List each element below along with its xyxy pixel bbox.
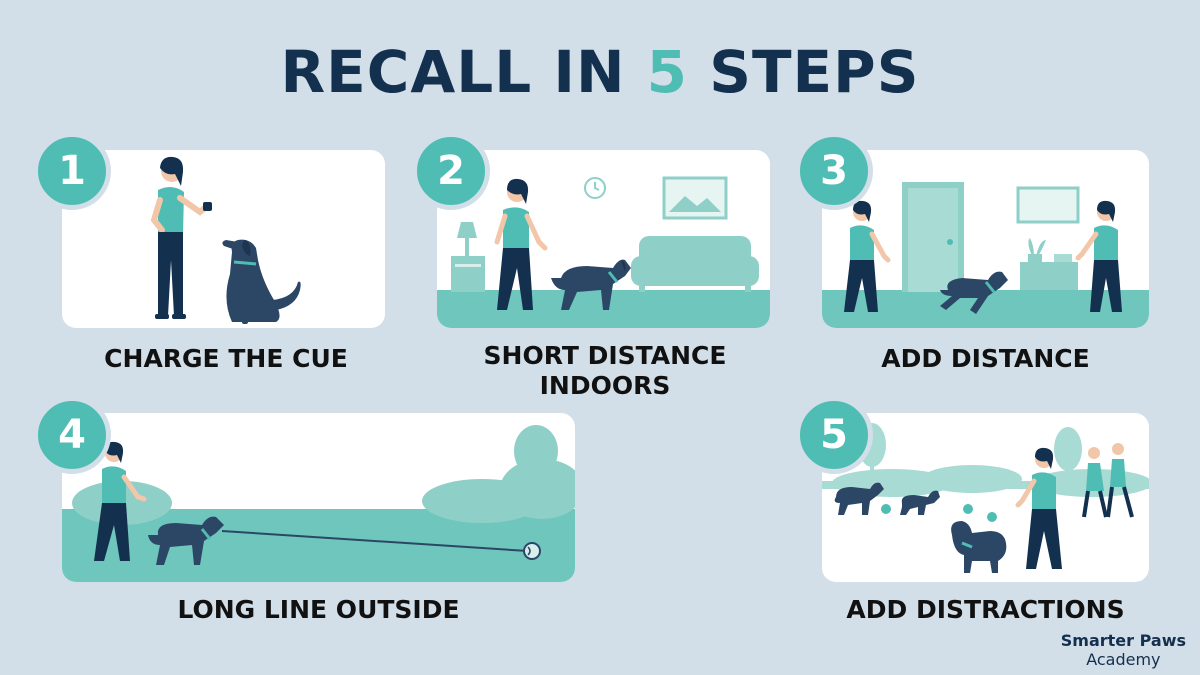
ball-icon [523,542,541,560]
step-5-card [822,413,1149,582]
person-figure [150,156,212,319]
step-1-card [62,150,385,328]
couple-figures [1082,443,1134,518]
step-2-card [437,150,770,328]
step-3-illustration [822,182,1149,328]
step-4-illustration [62,425,575,582]
dog-figure [940,271,1008,314]
step-4-label: LONG LINE OUTSIDE [177,595,460,624]
long-line [221,530,529,552]
step-4-badge: 4 [33,396,111,474]
clock-icon [584,177,606,199]
step-1-illustration [150,156,301,324]
title-number: 5 [646,38,689,106]
step-5-illustration [822,423,1149,573]
title-suffix: STEPS [688,38,920,106]
title-prefix: RECALL IN [280,38,647,106]
person-figure [94,441,147,561]
dog-figure-left [834,482,884,515]
side-table [451,256,485,292]
step-2-badge: 2 [412,132,490,210]
lamp-icon [457,222,477,256]
door-icon [902,182,964,292]
couch-icon [631,236,759,292]
brand-name: Smarter Paws [1060,631,1186,650]
dog-figure [551,259,631,310]
page-title: RECALL IN 5 STEPS [0,38,1200,106]
brand-logo: Smarter Paws Academy [1061,631,1186,669]
dresser [1020,262,1078,290]
step-5-label: ADD DISTRACTIONS [846,595,1125,624]
person-figure [1015,447,1062,569]
ball-icon [881,504,891,514]
step-5-badge: 5 [795,396,873,474]
step-4-card [62,413,575,582]
person-figure-left [844,200,891,312]
step-2-illustration [437,176,770,328]
person-figure [494,178,548,310]
step-2-label: SHORT DISTANCE INDOORS [483,341,727,400]
plant-icon [1028,238,1046,262]
dog-figure-small [900,490,940,515]
picture-frame-icon [662,176,728,220]
ball-icon-3 [987,512,997,522]
step-3-card [822,150,1149,328]
dog-figure-main [951,521,1007,573]
brand-subtitle: Academy [1086,650,1161,669]
step-3-badge: 3 [795,132,873,210]
step-3-label: ADD DISTANCE [881,344,1090,373]
step-1-label: CHARGE THE CUE [104,344,348,373]
dog-figure [222,239,301,324]
dog-figure [148,516,224,565]
person-figure-right [1075,200,1122,312]
step-1-badge: 1 [33,132,111,210]
picture-frame-icon [1016,186,1080,224]
ball-icon-2 [963,504,973,514]
